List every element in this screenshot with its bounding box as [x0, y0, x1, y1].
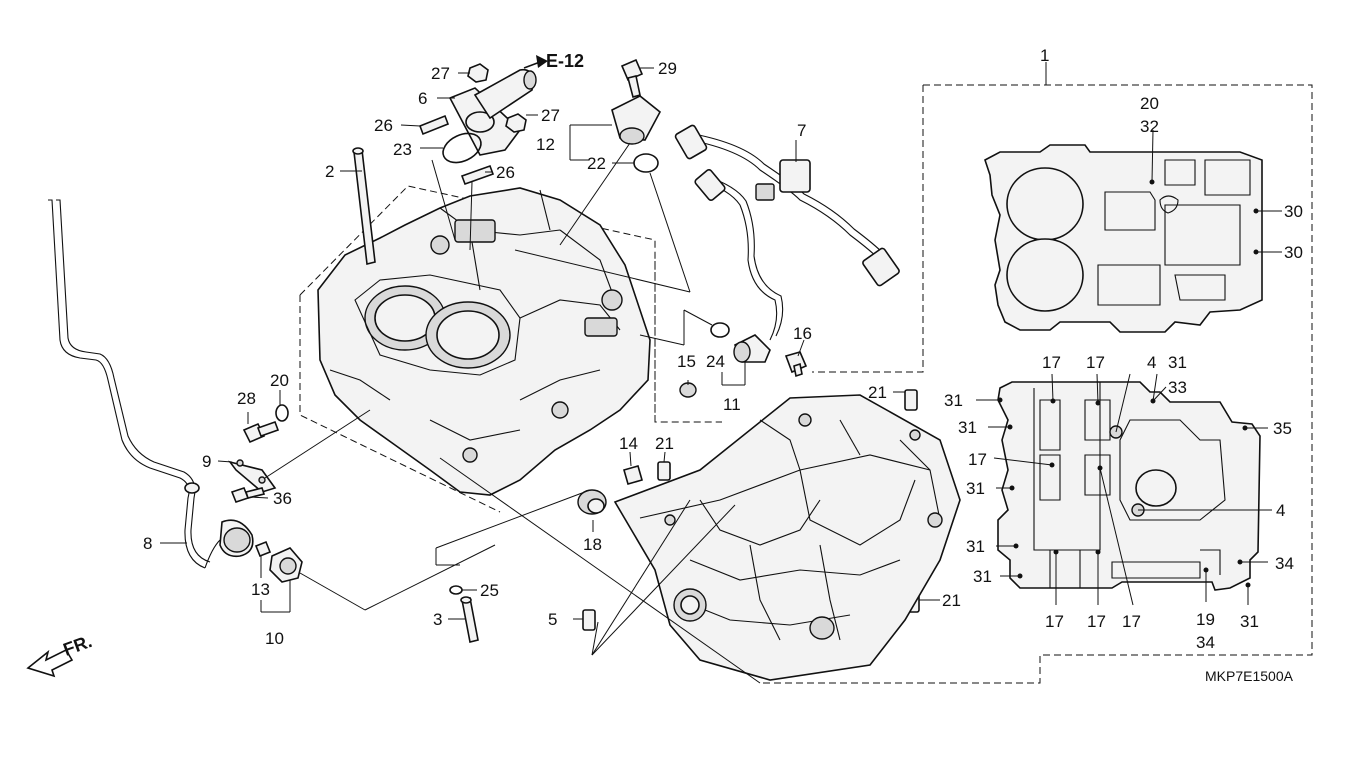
label-31c: 31	[958, 418, 977, 437]
dowel-21b	[904, 389, 918, 411]
label-19: 19	[1196, 610, 1215, 629]
leader-lines	[160, 62, 1282, 684]
filter-cap	[219, 519, 254, 558]
label-17e: 17	[1087, 612, 1106, 631]
label-25: 25	[480, 581, 499, 600]
label-11: 11	[723, 395, 741, 414]
switch-10	[269, 547, 303, 583]
label-17f: 17	[1122, 612, 1141, 631]
sensor-13	[254, 540, 272, 558]
label-36: 36	[273, 489, 292, 508]
label-17c: 17	[968, 450, 987, 469]
label-35: 35	[1273, 419, 1292, 438]
label-31a: 31	[1168, 353, 1187, 372]
label-34b: 34	[1196, 633, 1215, 652]
label-20a: 20	[270, 371, 289, 390]
plug-15	[679, 382, 697, 398]
plug-14	[623, 465, 643, 485]
label-22: 22	[587, 154, 606, 173]
label-28: 28	[237, 389, 256, 408]
label-34a: 34	[1275, 554, 1294, 573]
part-labels: E-12 FR. MKP7E1500A 1 2 3 4 4 5 6 7 8 9 …	[61, 46, 1303, 684]
label-30b: 30	[1284, 243, 1303, 262]
label-7: 7	[797, 121, 806, 140]
upper-case-outline	[984, 144, 1263, 333]
lower-case-outline	[997, 381, 1261, 591]
label-30a: 30	[1284, 202, 1303, 221]
label-8: 8	[143, 534, 152, 553]
washer-25	[449, 585, 463, 595]
label-24: 24	[706, 352, 725, 371]
label-16: 16	[793, 324, 812, 343]
label-21b: 21	[868, 383, 887, 402]
sensor-11	[733, 334, 771, 363]
bracket-9	[228, 459, 277, 493]
bolt-28	[242, 420, 280, 444]
label-27b: 27	[541, 106, 560, 125]
oring-24	[710, 322, 730, 338]
label-21a: 21	[655, 434, 674, 453]
label-29: 29	[658, 59, 677, 78]
ref-label: E-12	[546, 51, 584, 71]
label-33: 33	[1168, 378, 1187, 397]
harness-7	[674, 124, 900, 341]
label-26a: 26	[374, 116, 393, 135]
stud-26a	[418, 114, 450, 136]
oring-23	[442, 132, 482, 164]
breather-tube	[48, 199, 221, 569]
washer-20	[275, 404, 289, 422]
stud-26b	[460, 164, 495, 186]
sensor-12	[611, 95, 662, 145]
label-17d: 17	[1045, 612, 1064, 631]
label-2: 2	[325, 162, 334, 181]
label-17b: 17	[1086, 353, 1105, 372]
front-label: FR.	[61, 631, 95, 660]
oring-22	[633, 153, 659, 173]
label-31d: 31	[966, 479, 985, 498]
label-15: 15	[677, 352, 696, 371]
label-13: 13	[251, 580, 270, 599]
water-pipe-6	[448, 68, 537, 156]
label-20b: 20	[1140, 94, 1159, 113]
plug-18	[577, 489, 607, 515]
label-6: 6	[418, 89, 427, 108]
label-31g: 31	[1240, 612, 1259, 631]
diagram-code: MKP7E1500A	[1205, 668, 1294, 684]
bolt-36	[230, 487, 266, 503]
label-4b: 4	[1276, 501, 1285, 520]
label-1: 1	[1040, 46, 1049, 65]
bolt-16	[784, 351, 808, 378]
lower-crankcase	[613, 394, 961, 681]
label-3: 3	[433, 610, 442, 629]
upper-crankcase	[317, 187, 651, 496]
ref-arrow	[523, 55, 548, 69]
bolt-3	[460, 596, 479, 643]
label-21c: 21	[942, 591, 961, 610]
label-4a: 4	[1147, 353, 1156, 372]
label-31f: 31	[973, 567, 992, 586]
label-23: 23	[393, 140, 412, 159]
label-17a: 17	[1042, 353, 1061, 372]
pin-2	[352, 147, 376, 265]
front-arrow-icon	[26, 648, 74, 678]
label-27a: 27	[431, 64, 450, 83]
label-5: 5	[548, 610, 557, 629]
label-12: 12	[536, 135, 555, 154]
label-10: 10	[265, 629, 284, 648]
label-31e: 31	[966, 537, 985, 556]
label-14: 14	[619, 434, 638, 453]
nut-27b	[505, 113, 527, 133]
dowel-21a	[657, 461, 671, 481]
bolt-29	[620, 58, 644, 98]
label-26b: 26	[496, 163, 515, 182]
nut-27a	[467, 63, 489, 83]
label-18: 18	[583, 535, 602, 554]
label-31b: 31	[944, 391, 963, 410]
label-32: 32	[1140, 117, 1159, 136]
assembly-boundaries	[299, 84, 1313, 684]
dowel-5	[582, 609, 596, 631]
label-9: 9	[202, 452, 211, 471]
